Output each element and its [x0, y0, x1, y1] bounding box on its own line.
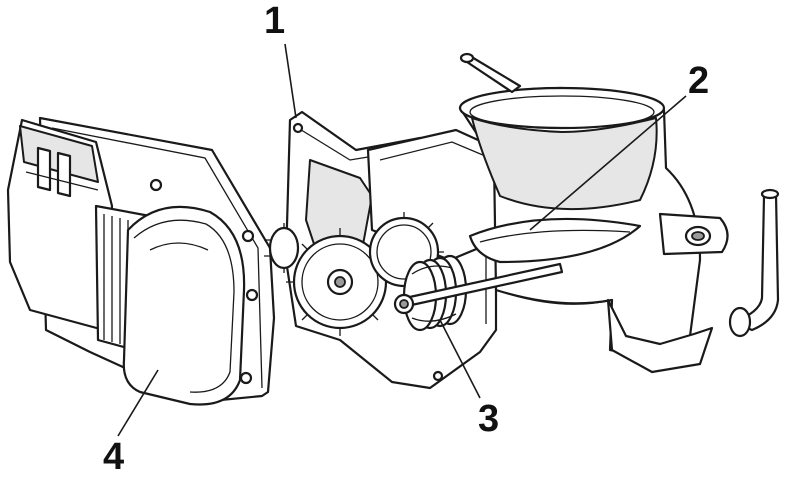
leader-4	[117, 369, 159, 437]
callout-3: 3	[478, 398, 500, 440]
return-spring-assembly	[393, 254, 564, 332]
throttle-bore	[458, 52, 780, 374]
leader-3	[439, 319, 481, 399]
callout-4: 4	[103, 436, 125, 478]
leader-lines	[117, 43, 687, 437]
motor-cover-housing	[6, 116, 276, 406]
callout-1: 1	[264, 0, 286, 42]
callout-2: 2	[688, 60, 710, 102]
leader-1	[284, 43, 297, 119]
leader-2	[529, 95, 687, 231]
pinion-gear	[264, 223, 300, 273]
